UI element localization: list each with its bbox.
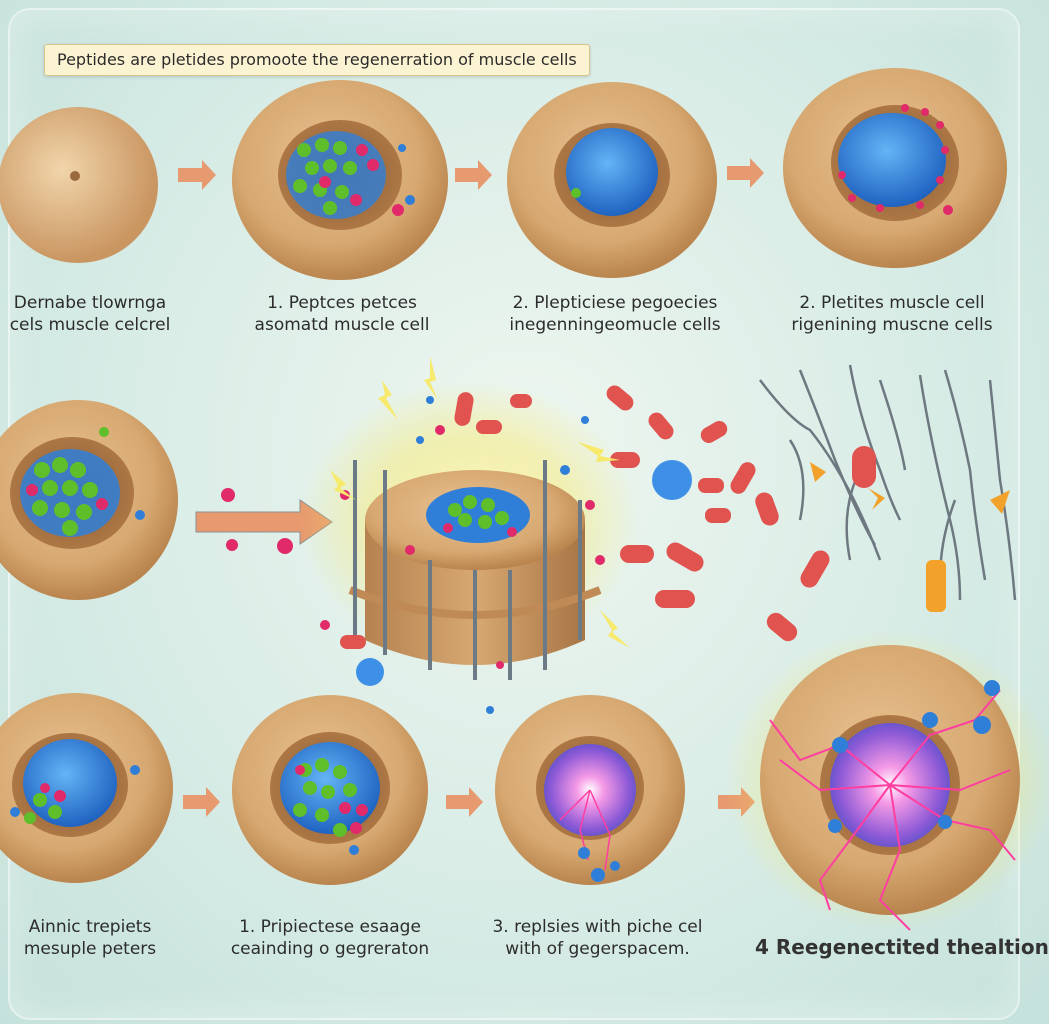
cell-scaffold-drum xyxy=(348,460,602,680)
right-arrow-icon xyxy=(446,787,483,817)
cell-nucleus-activation xyxy=(495,695,685,885)
cell-peptide-binding xyxy=(232,695,428,885)
right-arrow-icon xyxy=(183,787,220,817)
spark-icon xyxy=(330,356,630,648)
cell-with-peptide-cluster xyxy=(0,400,178,600)
energy-lightning xyxy=(769,689,1016,931)
right-arrow-icon xyxy=(727,158,764,188)
cell-regenerating-nucleus xyxy=(783,68,1007,268)
cell-peptide-entry xyxy=(0,693,173,883)
nerve-fiber-icon xyxy=(759,364,1017,601)
peptide-particles xyxy=(320,385,830,714)
regenerated-muscle-cell xyxy=(725,630,1049,931)
diagram-title: Peptides are pletides promoote the regen… xyxy=(44,44,590,76)
plain-muscle-cell xyxy=(0,107,158,263)
diagram-canvas xyxy=(0,68,1049,931)
peptide-cluster xyxy=(293,138,415,216)
caption-row3-step3: 4 Reegenectited thealtion xyxy=(755,935,1049,959)
right-arrow-icon xyxy=(178,160,216,190)
cell-with-blue-nucleus xyxy=(507,82,717,278)
cell-with-peptides xyxy=(232,80,448,280)
right-arrow-icon xyxy=(455,160,492,190)
